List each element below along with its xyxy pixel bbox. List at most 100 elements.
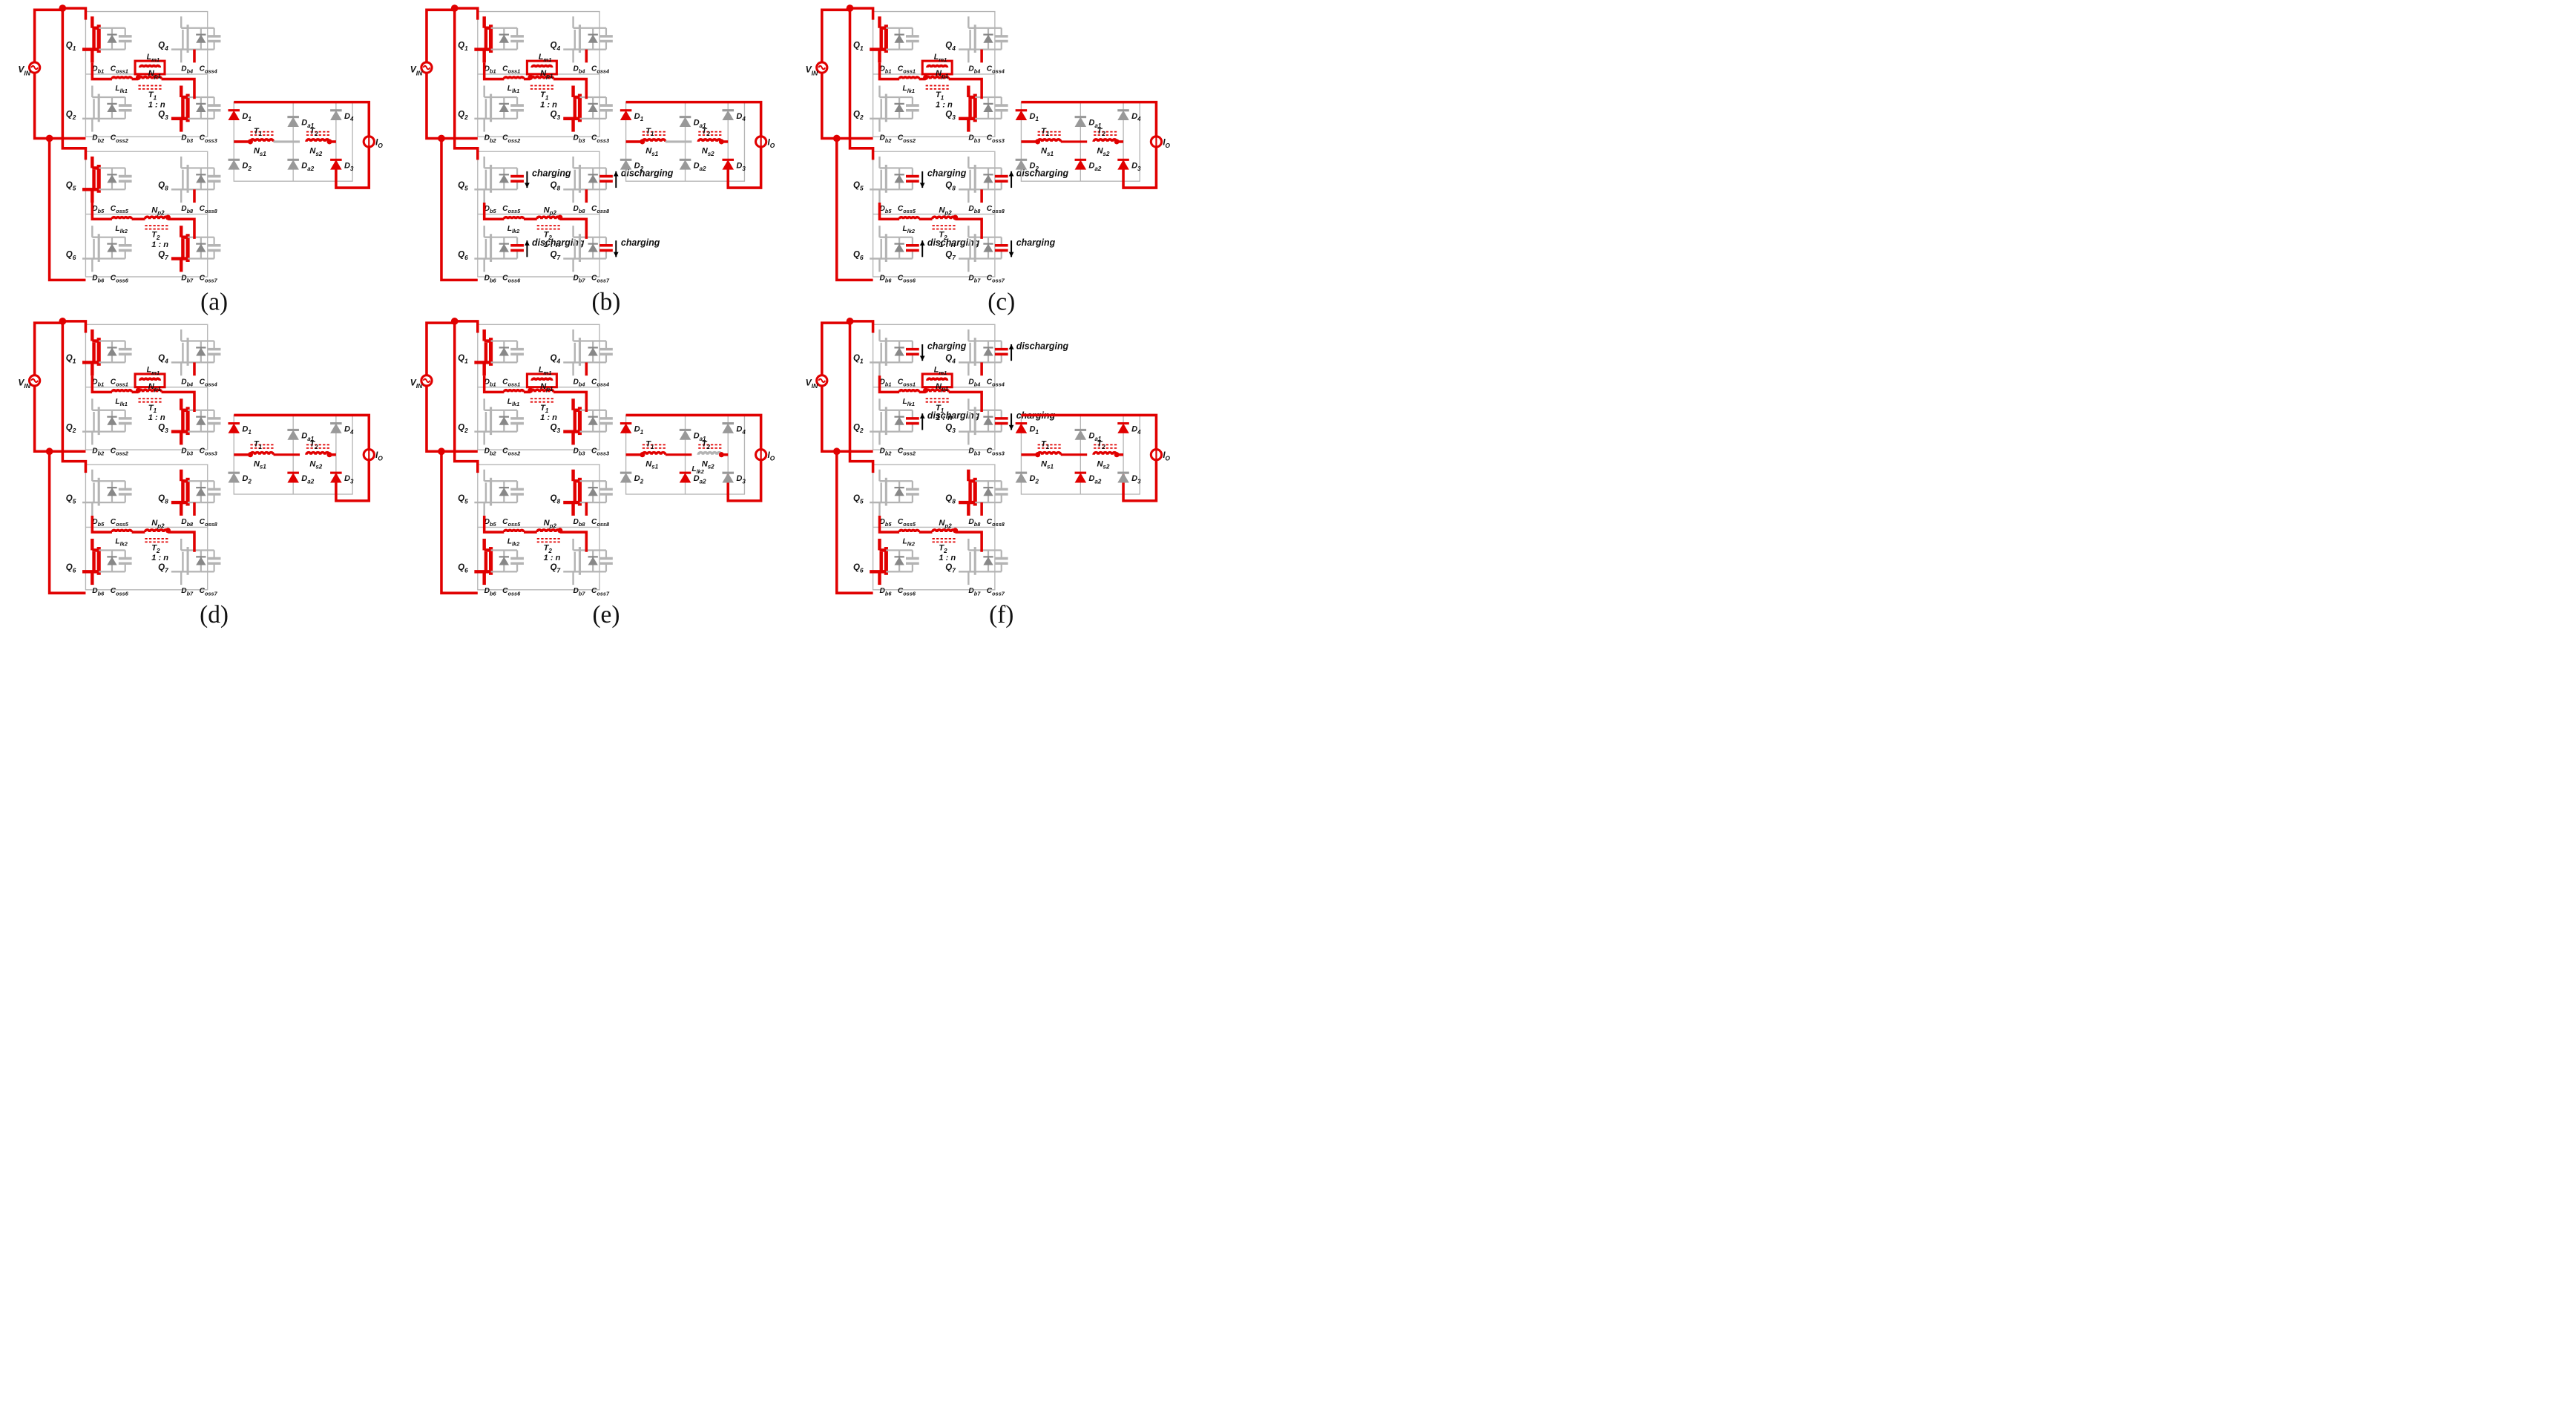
ns2-winding: [1092, 450, 1118, 456]
body-diode-triangle: [983, 416, 993, 425]
label-D1-sub: 1: [640, 429, 644, 436]
switch-Q3: charging: [959, 398, 1056, 445]
label-sec-t1-sub: 1: [259, 444, 263, 450]
body-diode-triangle: [499, 243, 509, 252]
label-D4: D4: [1131, 425, 1141, 436]
label-Q7: Q7: [945, 250, 956, 260]
lm1-box: [134, 373, 166, 389]
label-Coss4-main: C: [591, 65, 597, 73]
body-diode-triangle: [894, 347, 904, 356]
label-ns1-main: N: [1041, 459, 1048, 468]
output-loop: [234, 413, 371, 502]
label-llk1-main: L: [507, 85, 512, 93]
label-Coss3: Coss3: [987, 134, 1005, 144]
label-Q7-sub: 7: [952, 254, 956, 261]
diode-triangle: [1117, 423, 1129, 433]
label-Da1: Da1: [694, 432, 706, 442]
label-lm1: Lm1: [147, 53, 160, 63]
label-Db5: Db5: [92, 518, 105, 528]
label-Coss4-sub: oss4: [205, 68, 217, 75]
label-np1-sub: p1: [941, 386, 949, 393]
label-ns2-sub: s2: [1103, 464, 1110, 470]
label-Db1-sub: b1: [98, 381, 105, 387]
label-io-sub: O: [770, 142, 775, 149]
label-sec-t1-main: T: [1041, 127, 1047, 136]
label-Db7-main: D: [968, 587, 974, 595]
body-diode-triangle: [499, 416, 509, 425]
label-Q6-main: Q: [853, 250, 860, 259]
label-Da2-sub: a2: [307, 165, 314, 172]
label-np2-sub: p2: [157, 210, 165, 217]
label-Q7: Q7: [550, 563, 560, 574]
vin-label: VIN: [18, 377, 30, 390]
switch-Q4: discharging: [959, 329, 1069, 376]
wire: [948, 77, 983, 99]
label-Db3-sub: b3: [187, 137, 194, 144]
label-Db1-sub: b1: [490, 68, 496, 75]
label-Coss2-sub: oss2: [507, 137, 521, 144]
diode-triangle: [1015, 110, 1028, 121]
label-Q7-main: Q: [945, 563, 952, 572]
label-sec-t2-sub: 2: [1101, 131, 1105, 137]
label-ns2: Ns2: [702, 146, 714, 157]
label-Coss8-main: C: [987, 205, 993, 213]
label-llk2: Llk2: [903, 225, 916, 234]
label-ns1-main: N: [254, 146, 260, 155]
wire: [955, 531, 983, 552]
label-Coss7-main: C: [200, 274, 206, 282]
diode-triangle: [1117, 160, 1129, 170]
label-D4: D4: [344, 112, 354, 122]
label-t2-main: T: [544, 543, 550, 552]
body-diode-triangle: [196, 416, 206, 425]
switch-Q2: [870, 85, 919, 132]
label-io-main: I: [375, 138, 378, 147]
llk1-winding: [898, 76, 921, 79]
label-sec-t1-sub: 1: [259, 131, 263, 137]
label-t1-ratio: 1 : n: [148, 100, 165, 109]
junction-dot: [438, 134, 445, 142]
llk2-wire: [878, 515, 900, 534]
label-Coss1-main: C: [502, 65, 508, 73]
vin-label-main: V: [410, 377, 417, 387]
diode-D1: [228, 421, 240, 433]
label-Da2-main: D: [1088, 161, 1094, 170]
switch-Q6: [82, 538, 132, 585]
label-Db5-main: D: [879, 518, 885, 526]
label-Db8-main: D: [181, 205, 187, 213]
label-Db6: Db6: [484, 274, 497, 283]
vin-label-sub: IN: [416, 382, 423, 390]
label-lm1-main: L: [934, 53, 939, 62]
label-ns2-sub: s2: [315, 151, 322, 157]
label-D3-main: D: [1131, 474, 1137, 483]
label-Db2-sub: b2: [490, 450, 496, 457]
label-Db2: Db2: [879, 134, 892, 144]
label-io: IO: [1163, 451, 1170, 462]
label-Db5-sub: b5: [490, 521, 496, 528]
label-Coss4-main: C: [987, 65, 993, 73]
label-Db6: Db6: [92, 587, 105, 597]
label-io-main: I: [375, 451, 378, 460]
label-t1-sub: 1: [941, 94, 944, 101]
switch-Q3: [563, 85, 613, 132]
label-Coss4-sub: oss4: [205, 381, 217, 387]
label-Db4-main: D: [574, 65, 579, 73]
label-Coss2: Coss2: [898, 134, 916, 144]
label-Q1-sub: 1: [464, 358, 468, 365]
label-lm1-sub: m1: [543, 370, 551, 376]
label-Q4-main: Q: [550, 41, 556, 50]
diode-triangle: [287, 160, 299, 170]
np1-winding: [924, 388, 950, 393]
label-Coss3: Coss3: [200, 134, 217, 144]
label-D1-sub: 1: [1036, 116, 1039, 122]
label-D4-sub: 4: [349, 116, 354, 122]
label-Coss4-main: C: [987, 378, 993, 386]
label-D4-main: D: [736, 425, 742, 434]
label-Db5: Db5: [879, 205, 892, 214]
label-Da2-main: D: [694, 474, 700, 483]
label-t1-sub: 1: [941, 407, 944, 414]
diode-Da1: [1074, 428, 1087, 440]
label-Db2: Db2: [92, 134, 105, 144]
label-np2: Np2: [151, 206, 165, 216]
label-Q7-main: Q: [158, 563, 165, 572]
